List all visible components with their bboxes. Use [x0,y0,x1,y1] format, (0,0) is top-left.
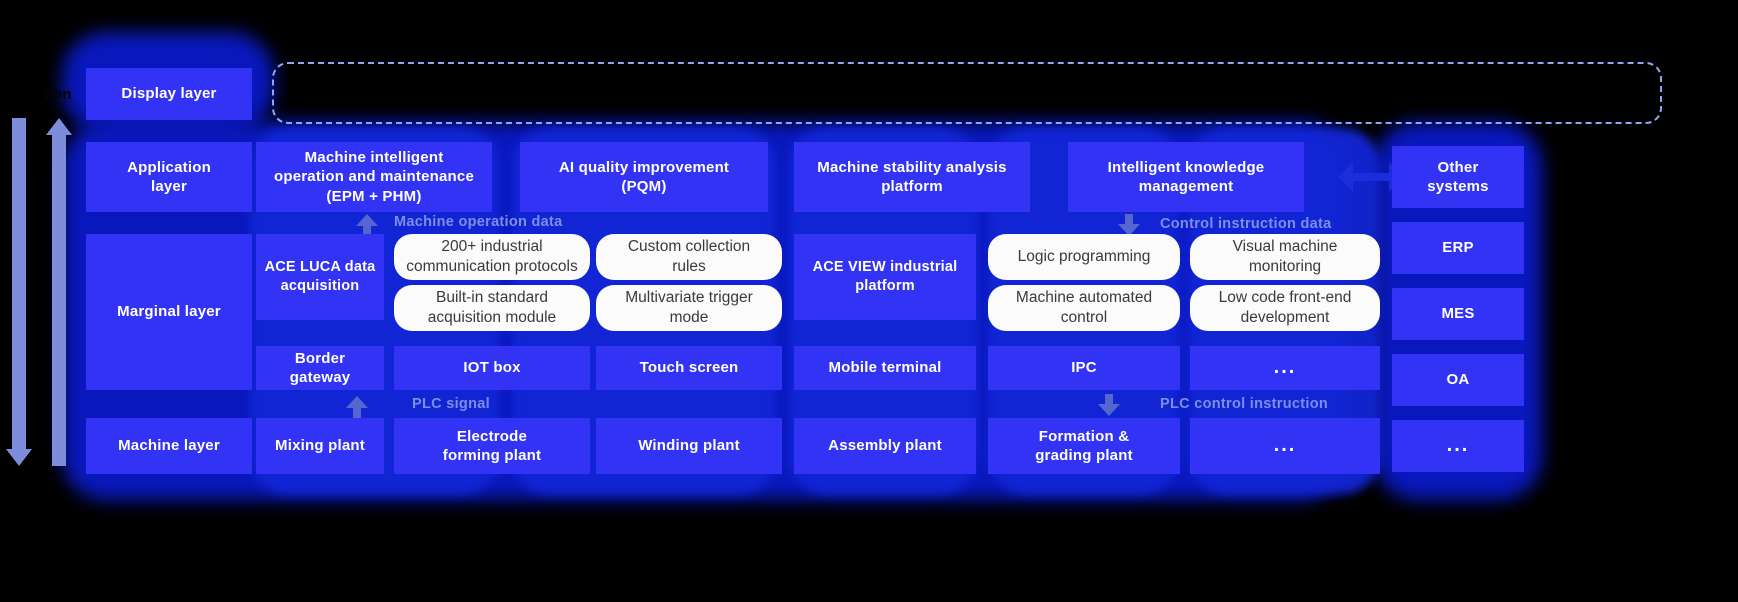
feature-card-low-code-development[interactable]: Low code front-end development [1190,285,1380,331]
platform-card-ace-view[interactable]: ACE VIEW industrial platform [794,234,976,320]
device-card-iot-box[interactable]: IOT box [394,346,590,390]
arrow-head [346,396,368,408]
machine-card-winding-plant[interactable]: Winding plant [596,418,782,474]
machine-card-mixing-plant[interactable]: Mixing plant [256,418,384,474]
external-system-mes[interactable]: MES [1392,288,1524,340]
arrow-head [6,449,32,466]
arrow-shaft [1350,173,1392,181]
arrow-shaft [363,225,371,236]
external-system-oa[interactable]: OA [1392,354,1524,406]
feature-card-builtin-acquisition-module[interactable]: Built-in standard acquisition module [394,285,590,331]
flow-label-control-instruction-data: Control instruction data [1160,216,1332,232]
feature-card-custom-collection-rules[interactable]: Custom collection rules [596,234,782,280]
layer-label-application[interactable]: Application layer [86,142,252,212]
arrow-shaft [1125,214,1133,225]
device-card-more[interactable]: ... [1190,346,1380,390]
device-card-border-gateway[interactable]: Border gateway [256,346,384,390]
arrow-head [356,214,378,226]
layer-label-marginal[interactable]: Marginal layer [86,234,252,390]
app-card-intelligent-knowledge-management[interactable]: Intelligent knowledge management [1068,142,1304,212]
device-card-touch-screen[interactable]: Touch screen [596,346,782,390]
flow-label-plc-control-instruction: PLC control instruction [1160,396,1329,412]
feature-card-industrial-protocols[interactable]: 200+ industrial communication protocols [394,234,590,280]
feature-card-multivariate-trigger-mode[interactable]: Multivariate trigger mode [596,285,782,331]
downward-flow-arrow [6,118,32,466]
arrow-shaft [12,118,26,450]
device-card-mobile-terminal[interactable]: Mobile terminal [794,346,976,390]
machine-card-more[interactable]: ... [1190,418,1380,474]
flow-arrow-plc-signal [346,396,368,418]
flow-arrow-machine-operation-data [356,214,378,236]
flow-arrow-control-instruction-data [1118,214,1140,236]
clipped-edge-label: tion [44,86,72,103]
arrow-shaft [52,134,66,466]
external-system-erp[interactable]: ERP [1392,222,1524,274]
upward-flow-arrow [46,118,72,466]
layer-label-machine[interactable]: Machine layer [86,418,252,474]
arrow-head [1118,224,1140,236]
machine-card-assembly-plant[interactable]: Assembly plant [794,418,976,474]
arrow-head [1098,404,1120,416]
feature-card-visual-machine-monitoring[interactable]: Visual machine monitoring [1190,234,1380,280]
display-layer-dashed-outline [272,62,1662,124]
flow-label-plc-signal: PLC signal [412,396,490,412]
external-system-other-systems[interactable]: Other systems [1392,146,1524,208]
machine-card-formation-grading-plant[interactable]: Formation & grading plant [988,418,1180,474]
arrow-head-left [1338,162,1353,192]
layer-label-display[interactable]: Display layer [86,68,252,120]
app-card-machine-intelligent-om[interactable]: Machine intelligent operation and mainte… [256,142,492,212]
feature-card-machine-automated-control[interactable]: Machine automated control [988,285,1180,331]
arrow-shaft [1105,394,1113,405]
flow-label-machine-operation-data: Machine operation data [394,214,563,230]
arrow-shaft [353,407,361,418]
feature-card-logic-programming[interactable]: Logic programming [988,234,1180,280]
platform-card-ace-luca[interactable]: ACE LUCA data acquisition [256,234,384,320]
app-card-ai-quality-improvement[interactable]: AI quality improvement (PQM) [520,142,768,212]
external-system-more[interactable]: ... [1392,420,1524,472]
flow-arrow-plc-control-instruction [1098,394,1120,416]
device-card-ipc[interactable]: IPC [988,346,1180,390]
app-card-machine-stability-analysis[interactable]: Machine stability analysis platform [794,142,1030,212]
arrow-head [46,118,72,135]
machine-card-electrode-forming-plant[interactable]: Electrode forming plant [394,418,590,474]
